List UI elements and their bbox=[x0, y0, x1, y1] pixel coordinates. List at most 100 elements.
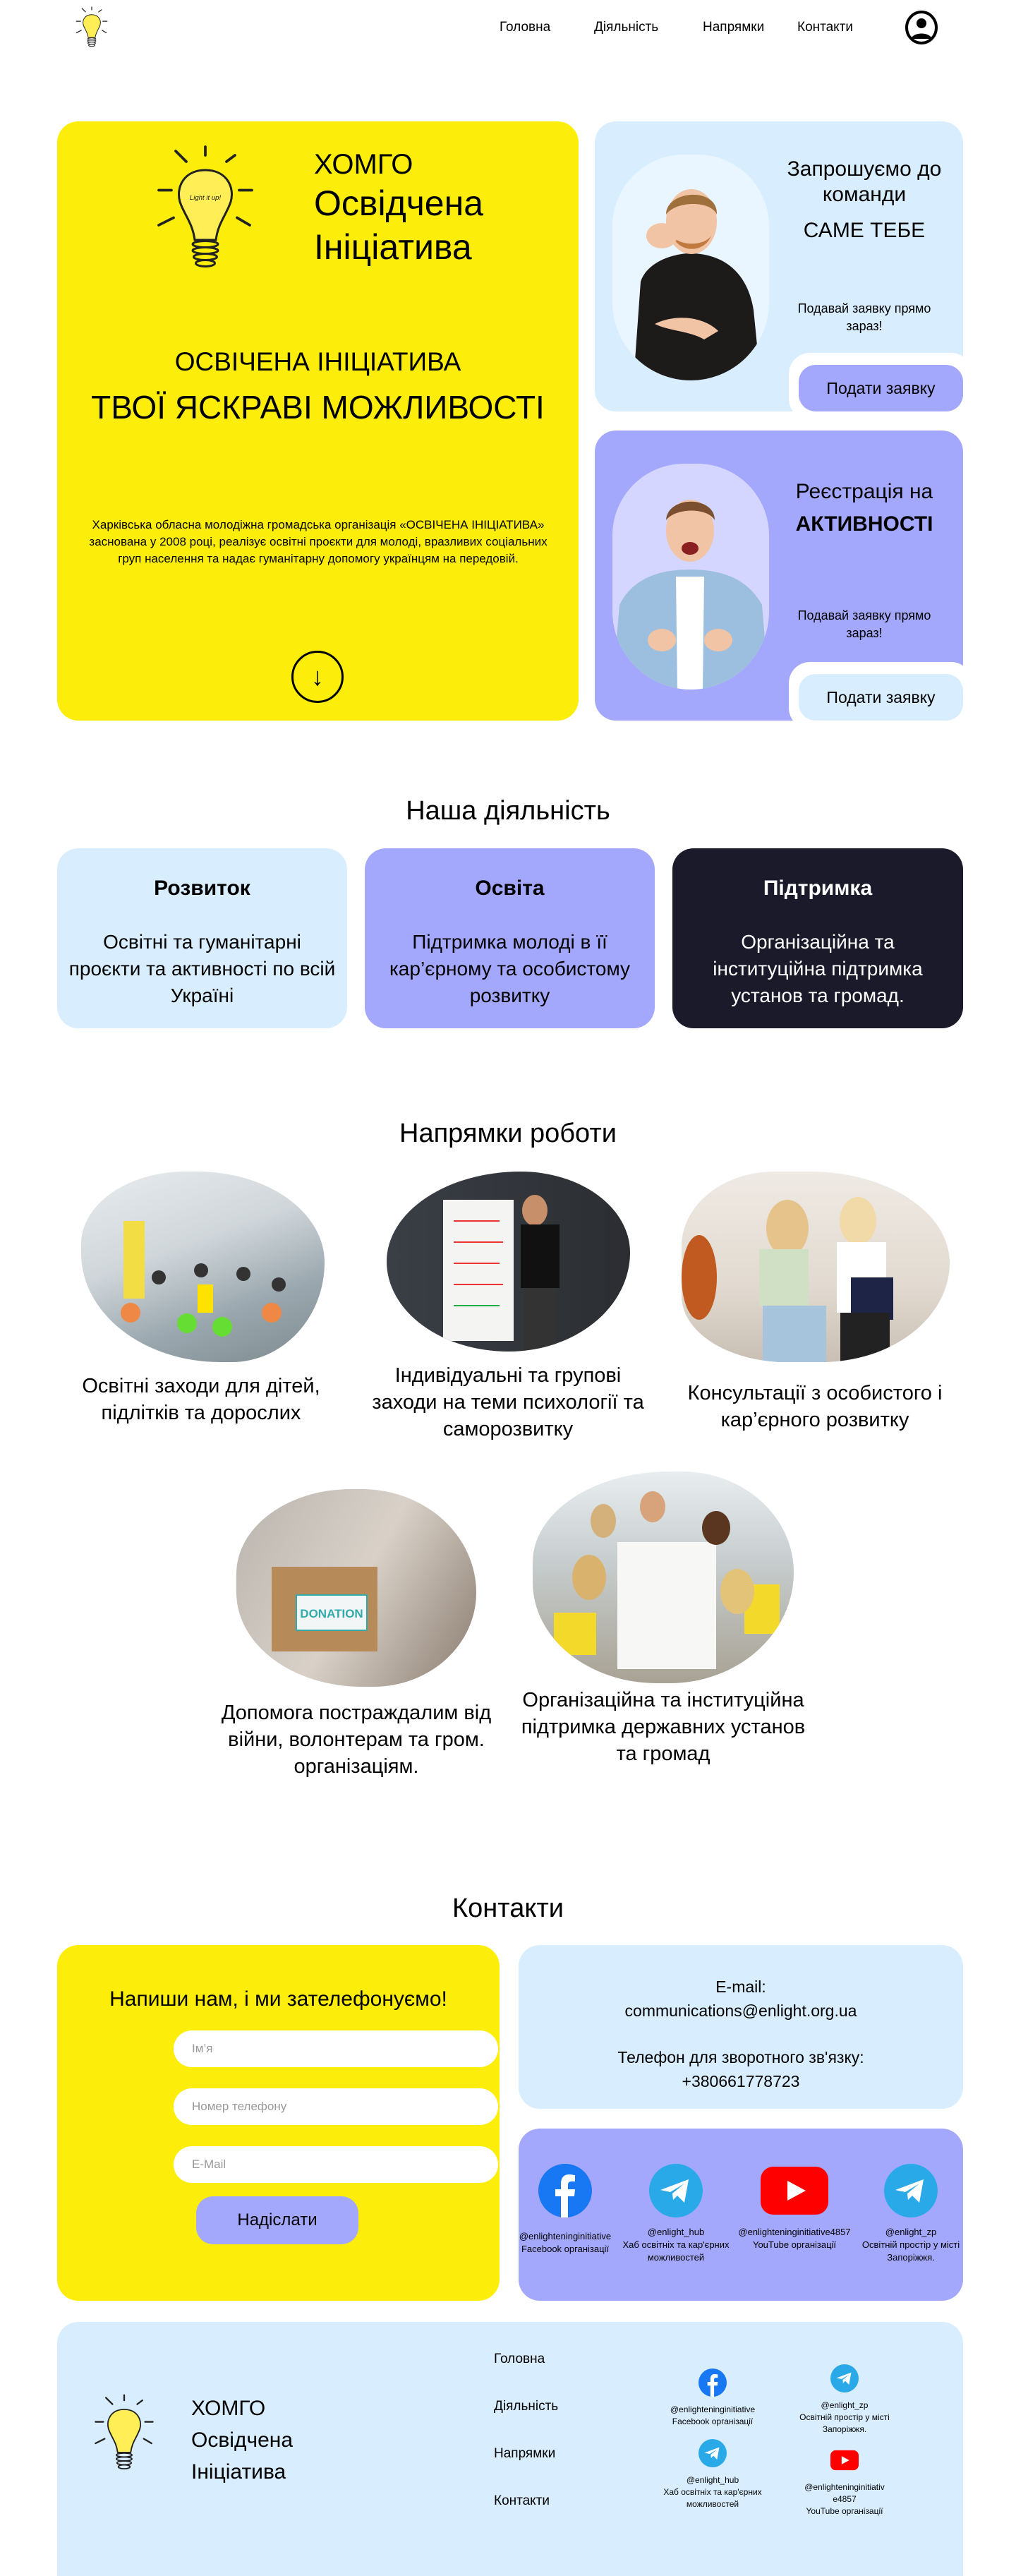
direction-text: Організаційна та інституційна підтримка … bbox=[521, 1689, 806, 1765]
social-desc: Хаб освітніх та кар'єрних можливостей bbox=[663, 2487, 762, 2509]
callback-form: Напиши нам, і ми зателефонуємо! Надіслат… bbox=[57, 1945, 500, 2301]
team-member-photo bbox=[612, 155, 769, 380]
social-handle: @enlighteninginitiative4857 bbox=[804, 2482, 885, 2504]
email-link[interactable]: communications@enlight.org.ua bbox=[624, 2002, 857, 2020]
contact-info-card: E-mail: communications@enlight.org.ua Те… bbox=[519, 1945, 963, 2109]
participant-photo bbox=[612, 464, 769, 690]
activity-card-title: Освіта bbox=[475, 877, 545, 900]
footer-org-line3: Ініціатива bbox=[191, 2460, 286, 2484]
hero-card: Light it up! ХОМГО Освідчена Ініціатива … bbox=[57, 121, 579, 721]
join-card-heading: Запрошуємо до команди bbox=[787, 157, 942, 206]
social-handle: @enlight_hub bbox=[647, 2227, 705, 2237]
footer-nav-home[interactable]: Головна bbox=[494, 2352, 545, 2366]
social-handle: @enlight_hub bbox=[686, 2475, 739, 2485]
footer-org-name: ХОМГО Освідчена Ініціатива bbox=[191, 2393, 293, 2488]
footer-nav-directions[interactable]: Напрямки bbox=[494, 2446, 556, 2461]
footer-social-facebook[interactable]: @enlighteninginitiative Facebook організ… bbox=[660, 2369, 766, 2428]
social-youtube[interactable]: @enlighteninginitiative4857 YouTube орга… bbox=[734, 2164, 854, 2251]
activity-card-text: Освітні та гуманітарні проєкти та активн… bbox=[68, 931, 336, 1006]
register-card-emphasis: АКТИВНОСТІ bbox=[795, 512, 933, 536]
social-telegram-hub[interactable]: @enlight_hub Хаб освітніх та кар'єрних м… bbox=[616, 2164, 736, 2264]
nav-activity[interactable]: Діяльність bbox=[594, 20, 659, 35]
footer-social-telegram-hub[interactable]: @enlight_hub Хаб освітніх та кар'єрних м… bbox=[660, 2439, 766, 2510]
lightbulb-logo-icon: Light it up! bbox=[152, 143, 258, 280]
direction-photo-meeting bbox=[533, 1471, 794, 1683]
nav-contacts[interactable]: Контакти bbox=[797, 20, 854, 35]
telegram-icon[interactable] bbox=[698, 2439, 727, 2467]
telegram-icon[interactable] bbox=[884, 2164, 938, 2217]
telegram-icon[interactable] bbox=[649, 2164, 703, 2217]
footer-social-telegram-zp[interactable]: @enlight_zp Освітній простір у місті Зап… bbox=[792, 2364, 897, 2436]
hero-org-name-2: Ініціатива bbox=[314, 227, 472, 267]
directions-section-title: Напрямки роботи bbox=[399, 1119, 617, 1148]
join-card-note: Подавай заявку прямо зараз! bbox=[797, 301, 931, 333]
activity-card-text: Організаційна та інституційна підтримка … bbox=[713, 931, 923, 1006]
social-desc: Хаб освітніх та кар'єрних можливостей bbox=[622, 2239, 730, 2263]
hero-description: Харківська обласна молодіжна громадська … bbox=[89, 518, 548, 565]
social-desc: YouTube організації bbox=[806, 2506, 883, 2516]
footer-nav-contacts[interactable]: Контакти bbox=[494, 2493, 550, 2508]
social-desc: Facebook організації bbox=[521, 2244, 610, 2254]
activity-card-support: Підтримка Організаційна та інституційна … bbox=[672, 848, 963, 1028]
register-card-heading: Реєстрація на bbox=[795, 480, 933, 503]
footer-logo-bulb-icon bbox=[89, 2393, 159, 2477]
logo-bulb-icon[interactable] bbox=[71, 6, 113, 51]
footer-org-abbr: ХОМГО bbox=[191, 2397, 266, 2420]
activity-card-text: Підтримка молоді в її кар’єрному та особ… bbox=[389, 931, 631, 1006]
direction-text: Освітні заходи для дітей, підлітків та д… bbox=[82, 1375, 320, 1424]
email-label: E-mail: bbox=[715, 1978, 766, 1996]
hero-org-abbr: ХОМГО bbox=[314, 149, 413, 180]
youtube-icon[interactable] bbox=[830, 2446, 859, 2474]
hero-headline: ТВОЇ ЯСКРАВІ МОЖЛИВОСТІ bbox=[91, 389, 545, 426]
name-input[interactable] bbox=[174, 2030, 498, 2067]
footer-nav-activity[interactable]: Діяльність bbox=[494, 2399, 559, 2414]
register-card-note: Подавай заявку прямо зараз! bbox=[797, 608, 931, 640]
direction-photo-group-circle bbox=[81, 1172, 325, 1362]
join-apply-button[interactable]: Подати заявку bbox=[799, 365, 963, 411]
activity-card-title: Розвиток bbox=[154, 877, 250, 900]
bulb-lettering: Light it up! bbox=[190, 194, 222, 202]
direction-text: Індивідуальні та групові заходи на теми … bbox=[372, 1364, 644, 1440]
social-handle: @enlighteninginitiative4857 bbox=[738, 2227, 851, 2237]
social-desc: Освітній простір у місті Запоріжжя. bbox=[861, 2239, 960, 2263]
email-input[interactable] bbox=[174, 2146, 498, 2183]
social-desc: YouTube організації bbox=[752, 2239, 837, 2250]
youtube-icon[interactable] bbox=[761, 2164, 828, 2217]
nav-home[interactable]: Головна bbox=[500, 20, 551, 35]
social-handle: @enlight_zp bbox=[821, 2400, 869, 2410]
social-facebook[interactable]: @enlighteninginitiative Facebook організ… bbox=[505, 2164, 625, 2256]
activity-card-title: Підтримка bbox=[763, 877, 873, 900]
register-apply-button[interactable]: Подати заявку bbox=[799, 674, 963, 721]
telegram-icon[interactable] bbox=[830, 2364, 859, 2393]
direction-photo-donation: DONATION bbox=[236, 1489, 476, 1687]
social-handle: @enlighteninginitiative bbox=[670, 2405, 756, 2414]
direction-photo-consultation bbox=[682, 1172, 950, 1362]
callback-form-heading: Напиши нам, і ми зателефонуємо! bbox=[109, 1987, 447, 2011]
contacts-section-title: Контакти bbox=[452, 1894, 564, 1923]
scroll-down-arrow-icon[interactable]: ↓ bbox=[291, 651, 344, 703]
direction-text: Допомога постраждалим від війни, волонте… bbox=[221, 1702, 492, 1778]
submit-button[interactable]: Надіслати bbox=[196, 2196, 358, 2244]
hero-subtitle: ОСВІЧЕНА ІНІЦІАТИВА bbox=[174, 347, 461, 376]
direction-photo-flipchart bbox=[387, 1172, 630, 1352]
socials-card: @enlighteninginitiative Facebook організ… bbox=[519, 2129, 963, 2301]
facebook-icon[interactable] bbox=[538, 2164, 592, 2217]
hero-org-name-1: Освідчена bbox=[314, 183, 484, 223]
footer-social-youtube[interactable]: @enlighteninginitiative4857 YouTube орга… bbox=[792, 2446, 897, 2517]
social-desc: Освітній простір у місті Запоріжжя. bbox=[799, 2412, 890, 2434]
direction-text: Консультації з особистого і кар’єрного р… bbox=[687, 1382, 943, 1431]
user-account-icon[interactable] bbox=[905, 11, 938, 44]
footer-org-line2: Освідчена bbox=[191, 2428, 294, 2452]
footer: ХОМГО Освідчена Ініціатива bbox=[57, 2322, 963, 2576]
social-telegram-zp[interactable]: @enlight_zp Освітній простір у місті Зап… bbox=[851, 2164, 971, 2264]
phone-link[interactable]: +380661778723 bbox=[682, 2072, 800, 2090]
phone-input[interactable] bbox=[174, 2088, 498, 2125]
nav-directions[interactable]: Напрямки bbox=[703, 20, 765, 35]
phone-label: Телефон для зворотного зв'язку: bbox=[617, 2048, 864, 2066]
social-handle: @enlighteninginitiative bbox=[519, 2231, 612, 2241]
social-desc: Facebook організації bbox=[672, 2416, 754, 2426]
activity-card-development: Розвиток Освітні та гуманітарні проєкти … bbox=[57, 848, 347, 1028]
facebook-icon[interactable] bbox=[698, 2369, 727, 2397]
donation-box-label: DONATION bbox=[300, 1607, 363, 1620]
activity-section-title: Наша діяльність bbox=[406, 796, 610, 826]
